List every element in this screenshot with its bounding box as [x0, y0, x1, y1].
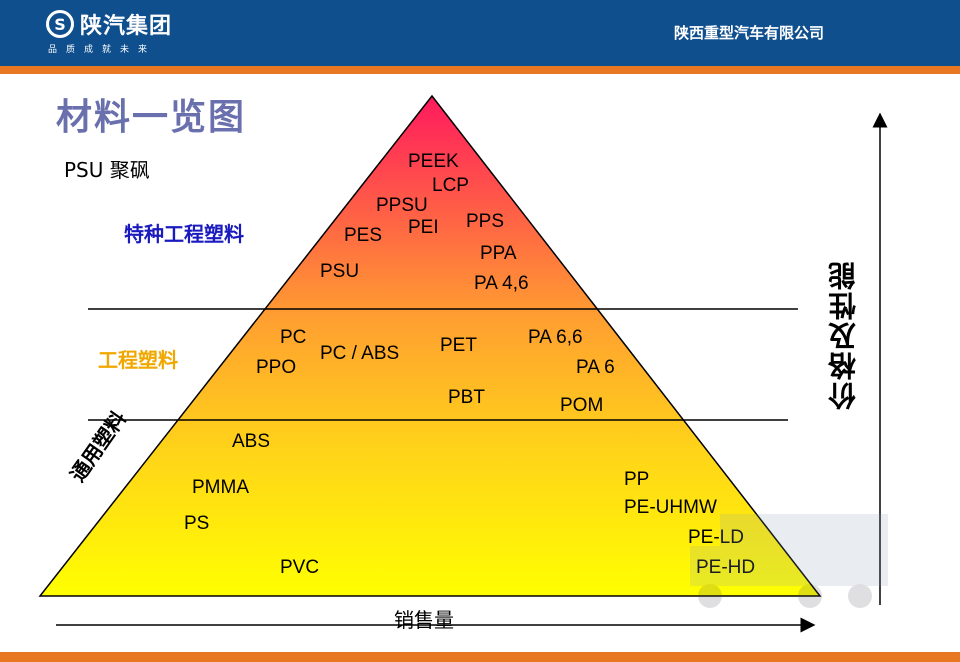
pyramid-shape: [38, 94, 822, 597]
material-ppo: PPO: [256, 357, 297, 378]
tier-label-special: 特种工程塑料: [124, 222, 244, 246]
material-lcp: LCP: [432, 175, 469, 196]
slide-title: 材料一览图: [56, 97, 247, 138]
material-pmma: PMMA: [192, 477, 249, 498]
brand-logo-icon: S: [46, 10, 74, 38]
material-pe-uhmw: PE-UHMW: [624, 497, 717, 518]
material-pc: PC: [280, 327, 307, 348]
material-pom: POM: [560, 395, 604, 416]
brand-name: 陕汽集团: [80, 14, 173, 39]
header-accent-stripe: [0, 66, 960, 74]
material-peek: PEEK: [408, 151, 459, 172]
material-pei: PEI: [408, 217, 439, 238]
psu-note: PSU 聚砜: [64, 158, 150, 182]
material-pe-ld: PE-LD: [688, 527, 744, 548]
company-name: 陕西重型汽车有限公司: [673, 24, 824, 42]
brand-logo: S 陕汽集团: [46, 8, 172, 40]
material-pvc: PVC: [280, 557, 320, 578]
y-axis-label: 价格及性能: [827, 260, 860, 410]
material-pc-abs: PC / ABS: [320, 343, 400, 364]
material-psu: PSU: [320, 261, 360, 282]
tier-label-engineering: 工程塑料: [98, 348, 178, 372]
material-pa46: PA 4,6: [474, 273, 529, 294]
material-ps: PS: [184, 513, 210, 534]
truck-watermark-image: [690, 514, 888, 608]
material-pa66: PA 6,6: [528, 327, 583, 348]
material-ppa: PPA: [480, 243, 517, 264]
material-pet: PET: [440, 335, 477, 356]
brand-slogan: 品质成就未来: [48, 45, 157, 55]
material-pa6: PA 6: [576, 357, 615, 378]
material-pes: PES: [344, 225, 383, 246]
material-pps: PPS: [466, 211, 505, 232]
material-ppsu: PPSU: [376, 195, 428, 216]
x-axis-label: 销售量: [394, 608, 454, 632]
material-pe-hd: PE-HD: [696, 558, 755, 577]
material-pp: PP: [624, 469, 650, 490]
header-bar: S 陕汽集团 品质成就未来 陕西重型汽车有限公司: [0, 0, 960, 66]
material-abs: ABS: [232, 431, 271, 452]
material-pbt: PBT: [448, 387, 485, 408]
footer-accent-bar: [0, 652, 960, 662]
